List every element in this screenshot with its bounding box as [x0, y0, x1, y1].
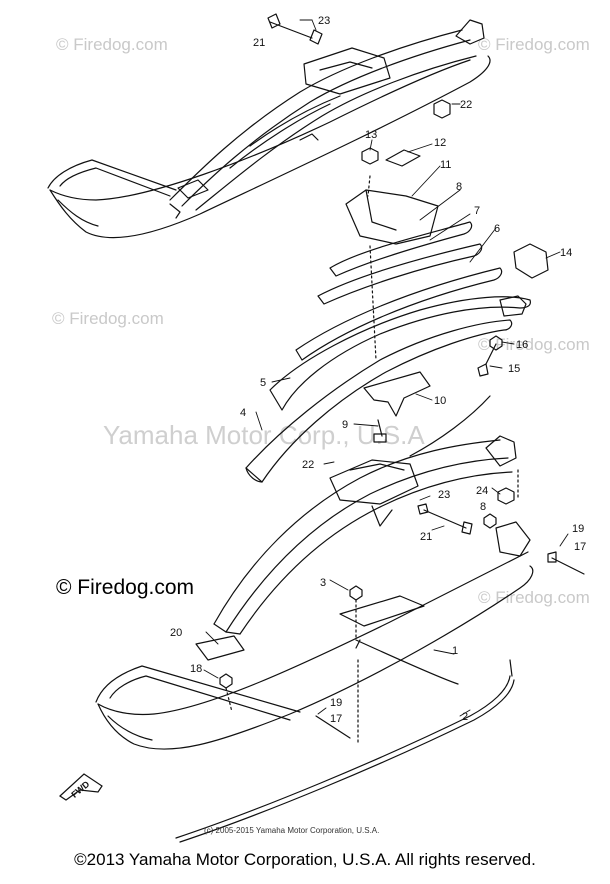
part-label: 4 [240, 407, 246, 419]
part-label: 23 [438, 489, 450, 501]
part-label: 15 [508, 363, 520, 375]
part-number-labels: 23 21 22 13 12 11 8 7 6 14 16 15 5 4 9 1… [170, 15, 586, 725]
part-label: 2 [462, 711, 468, 723]
part-label: 11 [440, 159, 451, 171]
watermark-firedog-5: © Firedog.com [478, 588, 590, 607]
watermark-firedog-1: © Firedog.com [56, 35, 168, 54]
part-label: 17 [330, 713, 342, 725]
part-label: 21 [420, 531, 432, 543]
part-label: 3 [320, 577, 326, 589]
part-label: 6 [494, 223, 500, 235]
watermark-firedog-4: © Firedog.com [478, 335, 590, 354]
watermark-yamaha: Yamaha Motor Corp., U.S.A [103, 420, 425, 450]
part-label: 9 [342, 419, 348, 431]
part-label: 13 [365, 129, 377, 141]
part-label: 23 [318, 15, 330, 27]
part-label: 16 [516, 339, 528, 351]
part-label: 10 [434, 395, 446, 407]
part-label: 14 [560, 247, 572, 259]
exploded-parts [245, 147, 549, 483]
part-label: 17 [574, 541, 586, 553]
watermark-firedog-3: © Firedog.com [52, 309, 164, 328]
part-label: 22 [302, 459, 314, 471]
part-label: 19 [330, 697, 342, 709]
watermark-firedog-large: © Firedog.com [56, 576, 194, 599]
part-label: 1 [452, 645, 458, 657]
forward-label: FWD [69, 779, 92, 800]
part-label: 22 [460, 99, 472, 111]
part-label: 21 [253, 37, 265, 49]
copyright-small: (c) 2005-2015 Yamaha Motor Corporation, … [204, 826, 380, 835]
part-label: 5 [260, 377, 266, 389]
watermark-layer: © Firedog.com © Firedog.com © Firedog.co… [52, 35, 590, 607]
part-label: 8 [456, 181, 462, 193]
part-label: 20 [170, 627, 182, 639]
watermark-firedog-2: © Firedog.com [478, 35, 590, 54]
part-label: 24 [476, 485, 488, 497]
part-label: 12 [434, 137, 446, 149]
copyright-main: ©2013 Yamaha Motor Corporation, U.S.A. A… [74, 850, 536, 869]
part-label: 19 [572, 523, 584, 535]
part-label: 8 [480, 501, 486, 513]
forward-arrow-icon: FWD [59, 773, 103, 801]
part-label: 18 [190, 663, 202, 675]
top-ski-assembly [47, 13, 491, 239]
leader-lines [203, 19, 569, 717]
part-label: 7 [474, 205, 480, 217]
bottom-ski-assembly [95, 435, 585, 843]
